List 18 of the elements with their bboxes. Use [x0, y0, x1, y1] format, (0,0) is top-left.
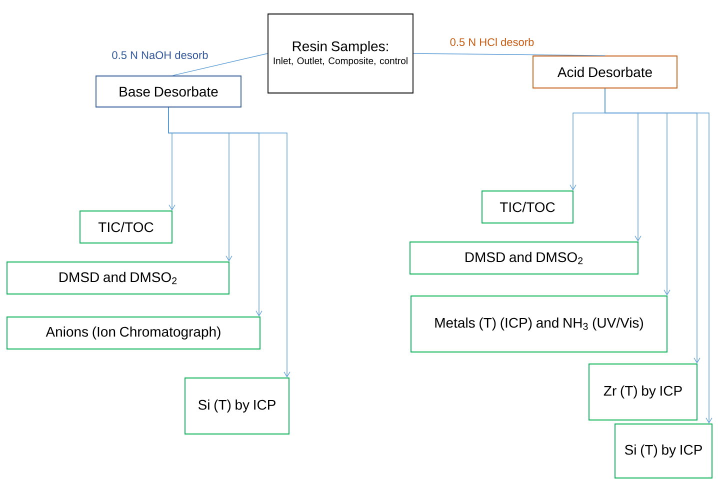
analysis-box: DMSD and DMSO$_{2}$: [410, 242, 638, 274]
analysis-box: Si (T) by ICP: [614, 424, 712, 478]
analysis-box: Anions (Ion Chromatograph): [6, 316, 260, 350]
process-box: Base Desorbate: [96, 76, 242, 108]
edge-label: 0.5 N HCl desorb: [448, 36, 536, 48]
sample-box: Resin Samples: Inlet, Outlet, Composite, control: [268, 14, 414, 94]
analysis-box: Zr (T) by ICP: [588, 364, 698, 420]
analysis-box: Metals (T) (ICP) and NH$_{3}$ (UV/Vis): [410, 296, 668, 352]
connector-line: [413, 53, 606, 56]
analysis-box: DMSD and DMSO$_{2}$: [6, 262, 230, 294]
analysis-box: TIC/TOC: [80, 210, 172, 244]
analysis-box: Si (T) by ICP: [184, 378, 290, 434]
analysis-box: TIC/TOC: [482, 190, 574, 224]
connector-line: [168, 107, 290, 378]
process-box: Acid Desorbate: [532, 56, 678, 88]
connector-line: [604, 88, 712, 424]
edge-label: 0.5 N NaOH desorb: [110, 49, 210, 61]
connector-line: [172, 53, 268, 76]
